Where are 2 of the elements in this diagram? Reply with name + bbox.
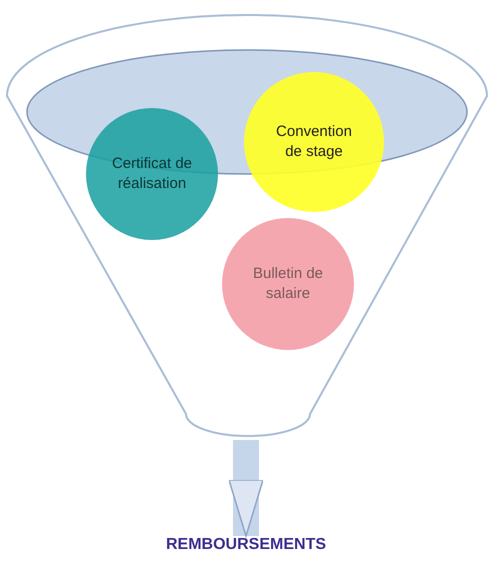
block-arrow [228,440,264,537]
result-text: REMBOURSEMENTS [166,536,326,558]
